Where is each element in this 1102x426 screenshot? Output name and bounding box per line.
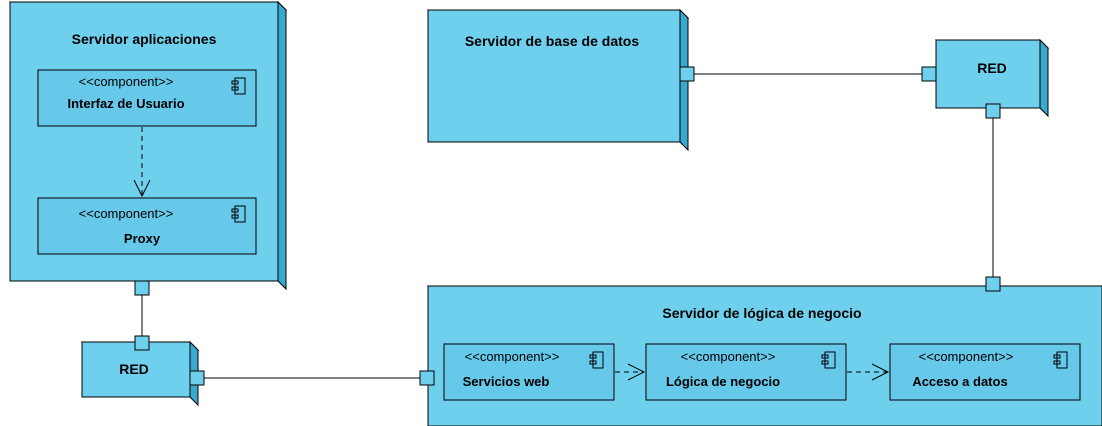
- component-logica-de-negocio[interactable]: <<component>> Lógica de negocio: [645, 343, 847, 401]
- component-icon: [821, 351, 836, 369]
- component-interfaz-de-usuario[interactable]: <<component>> Interfaz de Usuario: [37, 69, 257, 127]
- port-red-top-left[interactable]: [921, 66, 937, 82]
- component-acceso-a-datos[interactable]: <<component>> Acceso a datos: [889, 343, 1081, 401]
- port-red-left-right[interactable]: [189, 370, 205, 386]
- node-front-face: [81, 341, 191, 398]
- component-name: Acceso a datos: [912, 374, 1007, 389]
- component-icon: [231, 77, 246, 95]
- component-name: Interfaz de Usuario: [67, 96, 184, 111]
- node-servidor-base-de-datos[interactable]: Servidor de base de datos: [426, 8, 690, 152]
- node-side-face: [277, 0, 287, 291]
- port-app-server[interactable]: [134, 280, 150, 296]
- node-title: RED: [977, 60, 1007, 76]
- port-red-left-top[interactable]: [134, 335, 150, 351]
- component-servicios-web[interactable]: <<component>> Servicios web: [443, 343, 615, 401]
- port-logic-left[interactable]: [419, 370, 435, 386]
- node-side-face: [1039, 38, 1049, 118]
- port-logic-top[interactable]: [985, 276, 1001, 292]
- node-title: Servidor de base de datos: [465, 33, 639, 49]
- component-box: [443, 343, 615, 401]
- component-name: Lógica de negocio: [666, 374, 780, 389]
- component-box: [889, 343, 1081, 401]
- port-db-server[interactable]: [679, 66, 695, 82]
- component-name: Proxy: [124, 231, 161, 246]
- component-stereotype: <<component>>: [79, 74, 174, 89]
- node-red-top[interactable]: RED: [934, 38, 1050, 118]
- port-red-top-bottom[interactable]: [985, 103, 1001, 119]
- component-icon: [1053, 351, 1068, 369]
- component-icon: [589, 351, 604, 369]
- node-title: RED: [119, 361, 149, 377]
- component-box: [645, 343, 847, 401]
- component-stereotype: <<component>>: [681, 349, 776, 364]
- component-stereotype: <<component>>: [919, 349, 1014, 364]
- component-proxy[interactable]: <<component>> Proxy: [37, 197, 257, 255]
- node-title: Servidor de lógica de negocio: [662, 305, 861, 321]
- dependency-interfaz-to-proxy: [133, 127, 151, 198]
- node-red-left[interactable]: RED: [80, 340, 200, 407]
- dependency-servicios-to-logica: [615, 363, 646, 381]
- component-stereotype: <<component>>: [465, 349, 560, 364]
- component-box: [37, 197, 257, 255]
- component-box: [37, 69, 257, 127]
- component-stereotype: <<component>>: [79, 206, 174, 221]
- component-name: Servicios web: [463, 374, 550, 389]
- node-title: Servidor aplicaciones: [72, 31, 217, 47]
- component-icon: [231, 205, 246, 223]
- node-front-face: [427, 9, 681, 143]
- dependency-logica-to-acceso: [847, 363, 890, 381]
